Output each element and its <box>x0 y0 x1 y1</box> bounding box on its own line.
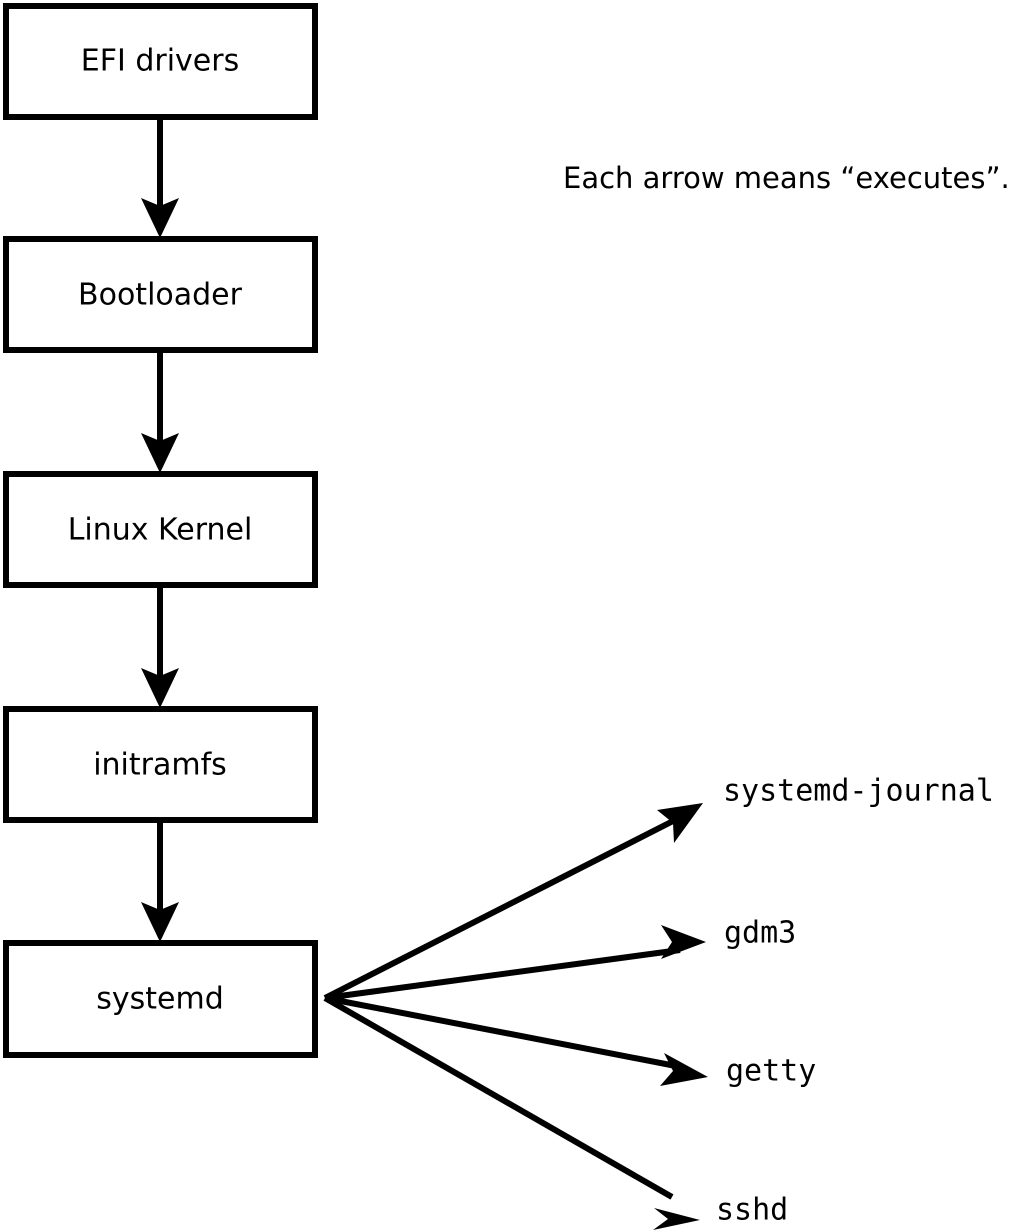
arrow-systemd-to-getty <box>324 995 708 1086</box>
leaf-labels-group: systemd-journal gdm3 getty sshd <box>716 774 994 1228</box>
arrow-systemd-to-getty-head <box>660 1053 708 1086</box>
chain-group: EFI drivers Bootloader Linux Kernel init… <box>3 3 318 1058</box>
node-linux-kernel-label: Linux Kernel <box>68 513 253 548</box>
node-initramfs[interactable]: initramfs <box>3 706 318 823</box>
arrow-systemd-to-systemd-journal <box>323 803 703 1001</box>
node-systemd-label: systemd <box>96 982 224 1017</box>
leaf-label-sshd: sshd <box>716 1193 788 1228</box>
arrow-efi-to-bootloader <box>141 120 179 238</box>
fanout-arrows-group <box>323 803 708 1230</box>
arrow-bootloader-to-kernel-head <box>141 433 179 473</box>
arrow-systemd-to-systemd-journal-shaft <box>323 816 679 1001</box>
arrow-systemd-to-sshd-shaft <box>323 995 674 1200</box>
arrow-kernel-to-initramfs <box>141 588 179 708</box>
arrow-bootloader-to-kernel <box>141 353 179 473</box>
node-bootloader-rect <box>3 236 318 353</box>
legend-note: Each arrow means “executes”. <box>563 161 1010 195</box>
node-bootloader-label: Bootloader <box>78 278 243 313</box>
arrow-systemd-to-gdm3 <box>324 925 706 1001</box>
arrow-systemd-to-systemd-journal-head <box>657 803 703 843</box>
node-bootloader[interactable]: Bootloader <box>3 236 318 353</box>
node-efi-drivers-rect <box>3 3 318 120</box>
arrow-kernel-to-initramfs-head <box>141 668 179 708</box>
leaf-label-systemd-journal: systemd-journal <box>723 774 994 809</box>
arrow-systemd-to-gdm3-shaft <box>324 947 681 1001</box>
node-initramfs-rect <box>3 706 318 823</box>
chain-arrows-group <box>141 120 179 942</box>
arrow-systemd-to-gdm3-head <box>661 925 706 959</box>
arrow-systemd-to-getty-shaft <box>324 995 682 1070</box>
node-systemd[interactable]: systemd <box>3 940 318 1058</box>
leaf-label-gdm3: gdm3 <box>724 916 796 951</box>
arrow-systemd-to-sshd-head <box>653 1208 700 1230</box>
arrow-initramfs-to-systemd-head <box>141 902 179 942</box>
arrow-efi-to-bootloader-head <box>141 198 179 238</box>
node-efi-drivers[interactable]: EFI drivers <box>3 3 318 120</box>
leaf-label-getty: getty <box>726 1054 816 1089</box>
node-systemd-rect <box>3 940 318 1058</box>
node-efi-drivers-label: EFI drivers <box>81 44 239 79</box>
node-initramfs-label: initramfs <box>93 748 227 783</box>
node-linux-kernel[interactable]: Linux Kernel <box>3 471 318 588</box>
arrow-systemd-to-sshd <box>323 995 700 1230</box>
arrow-initramfs-to-systemd <box>141 823 179 942</box>
node-linux-kernel-rect <box>3 471 318 588</box>
